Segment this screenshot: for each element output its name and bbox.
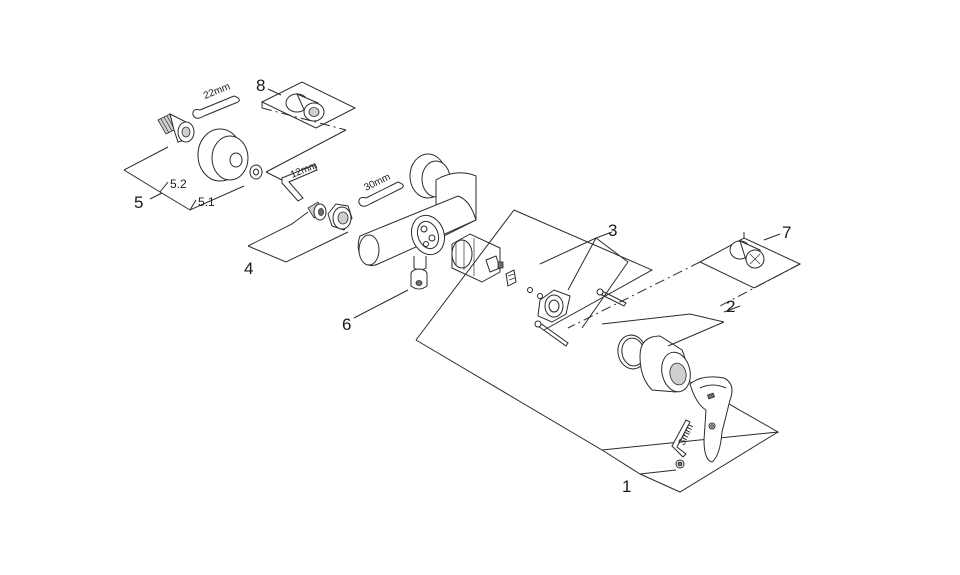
spindle-extension (505, 269, 517, 287)
part-8-box: 8 (256, 76, 357, 131)
part-5-label: 5 (134, 193, 143, 212)
part-4-nut (327, 203, 353, 231)
screw-icon (537, 293, 543, 299)
part-2-label: 2 (726, 297, 735, 316)
part-6-label: 6 (342, 315, 351, 334)
sleeve (639, 335, 691, 393)
part-1-handle: 3mm 1 (601, 376, 779, 496)
part-4-label: 4 (244, 259, 253, 278)
part-1-label: 1 (622, 477, 631, 496)
part-6-nipple: 6 (342, 268, 428, 334)
part-5-1-label: 5.1 (198, 195, 215, 209)
part-8-nut (285, 93, 325, 122)
part-5-1-washer (249, 164, 263, 180)
mounting-screw-icon (534, 320, 569, 347)
part-2-assembly: 2 (601, 297, 741, 393)
part-5-2-escutcheon (197, 128, 249, 182)
wrench-22mm-icon: 22mm (192, 81, 240, 119)
cartridge (451, 233, 504, 283)
hex-key-3mm-icon: 3mm (671, 419, 696, 458)
grub-screw-icon (675, 459, 685, 469)
wrench-30mm-label: 30mm (362, 172, 392, 194)
part-3-label: 3 (608, 221, 617, 240)
screw-icon (527, 287, 533, 293)
part-7-label: 7 (782, 223, 791, 242)
hex-key-12mm-icon: 12mm (281, 160, 319, 202)
part-5-2-s-union (157, 113, 195, 143)
part-5-assembly: 22mm 5 5.2 5.1 (123, 81, 263, 212)
part-8-label: 8 (256, 76, 265, 95)
mixer-body (357, 153, 477, 271)
wrench-30mm-icon: 30mm (358, 172, 404, 207)
part-7-cap (729, 240, 765, 269)
cartridge-locking-ring (537, 289, 571, 323)
part-4-adapter (307, 201, 327, 221)
part-5-2-label: 5.2 (170, 177, 187, 191)
part-3-cartridge-assembly: 3 (415, 209, 780, 451)
part-7-box: 7 (567, 223, 802, 329)
hex-key-3mm-label: 3mm (677, 422, 696, 447)
hex-key-12mm-label: 12mm (289, 160, 319, 181)
mounting-screw-icon (596, 288, 627, 307)
